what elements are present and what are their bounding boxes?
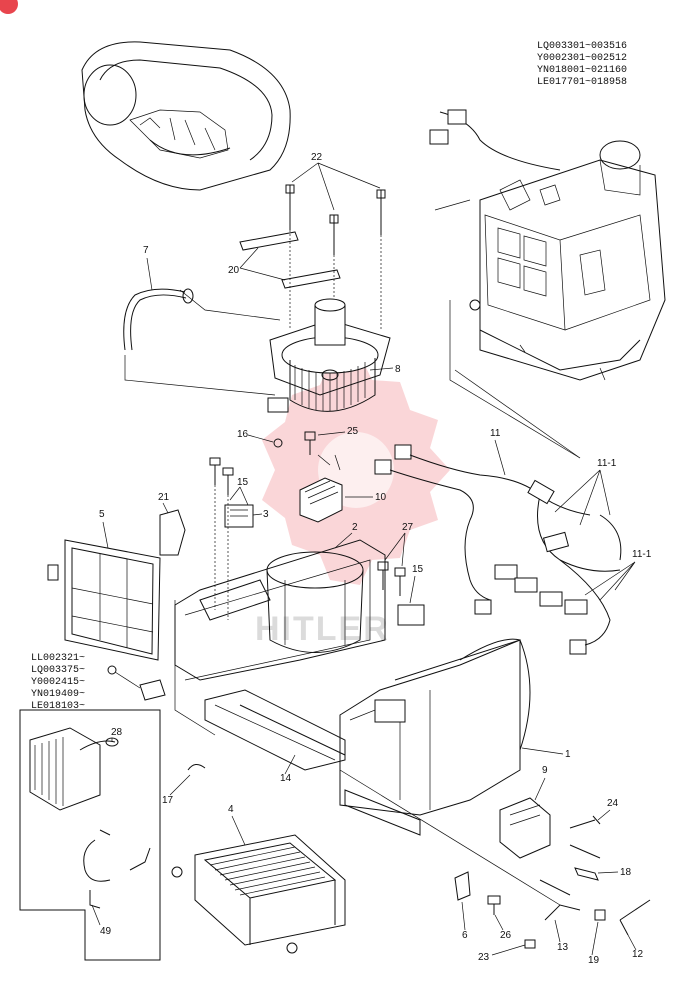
callout-18: 18: [620, 867, 632, 878]
callout-3: 3: [263, 509, 269, 520]
callout-11-1b: 11-1: [632, 549, 652, 560]
inset-serial-line: LE018103~: [31, 701, 85, 712]
hose-7: 7: [123, 245, 276, 396]
serial-line: YN018001~021160: [537, 65, 627, 76]
inset-serial-line: LL002321~: [31, 653, 85, 664]
watermark-logo: HITLER: [255, 355, 450, 648]
serial-line: Y0002301~002512: [537, 53, 627, 64]
callout-17: 17: [162, 795, 174, 806]
resistor-10: 10: [299, 454, 387, 523]
fastener-16-25: 16 25: [237, 426, 359, 455]
callout-25: 25: [347, 426, 359, 437]
housing-lower-1: 1: [339, 638, 571, 836]
callout-24: 24: [607, 798, 619, 809]
callout-2: 2: [352, 522, 358, 533]
callout-6: 6: [462, 930, 468, 941]
callout-9: 9: [542, 765, 548, 776]
callout-22: 22: [311, 152, 323, 163]
housing-upper-2: 2: [174, 485, 386, 681]
callout-27: 27: [402, 522, 414, 533]
inset-serial-line: YN019409~: [31, 689, 85, 700]
clamp-17: 17: [162, 764, 206, 806]
callout-26: 26: [500, 930, 512, 941]
callout-12: 12: [632, 949, 644, 960]
serial-line: LE017701~018958: [537, 77, 627, 88]
inset-serial-line: Y0002415~: [31, 677, 85, 688]
heater-core-14: 14: [174, 600, 346, 784]
callout-11-1a: 11-1: [597, 458, 617, 469]
switch-3-group: 15 3 21: [158, 457, 269, 556]
callout-5: 5: [99, 509, 105, 520]
callout-28: 28: [111, 727, 123, 738]
callout-19: 19: [588, 955, 600, 966]
linkage-parts: 6 26 23 13 19 12: [339, 769, 651, 966]
fastener-24-18: 24 18: [539, 798, 632, 896]
fastener-27-group: 27 15: [377, 522, 425, 626]
corner-badge: [0, 0, 18, 14]
callout-1: 1: [565, 749, 571, 760]
callout-13: 13: [557, 942, 569, 953]
console-overview-sketch: [81, 41, 291, 191]
callout-15b: 15: [412, 564, 424, 575]
callout-49: 49: [100, 926, 112, 937]
serial-range-block: LQ003301~003516 Y0002301~002512 YN018001…: [537, 41, 627, 88]
callout-21: 21: [158, 492, 170, 503]
actuator-9: 9: [499, 765, 551, 859]
wiring-harness-11: 11 11-1 11-1: [374, 369, 652, 655]
bolt-22-group: 22: [285, 152, 386, 255]
callout-23: 23: [478, 952, 490, 963]
callout-11: 11: [490, 428, 501, 439]
evaporator-4: 4: [171, 804, 346, 954]
callout-16: 16: [237, 429, 249, 440]
blower-motor-8: 8: [267, 298, 401, 413]
watermark-text: HITLER: [255, 610, 390, 648]
assembled-blower-sketch: [429, 109, 666, 381]
filter-5: 5: [47, 509, 161, 661]
evaporator-inset-panel: LL002321~ LQ003375~ Y0002415~ YN019409~ …: [19, 653, 161, 961]
callout-15a: 15: [237, 477, 249, 488]
strip-20-group: 20: [228, 230, 382, 330]
callout-4: 4: [228, 804, 234, 815]
small-fastener-left: [107, 665, 166, 701]
callout-20: 20: [228, 265, 240, 276]
serial-line: LQ003301~003516: [537, 41, 627, 52]
callout-10: 10: [375, 492, 387, 503]
reference-lines: [179, 199, 581, 459]
callout-7: 7: [143, 245, 149, 256]
callout-14: 14: [280, 773, 292, 784]
callout-8: 8: [395, 364, 401, 375]
inset-serial-line: LQ003375~: [31, 665, 85, 676]
